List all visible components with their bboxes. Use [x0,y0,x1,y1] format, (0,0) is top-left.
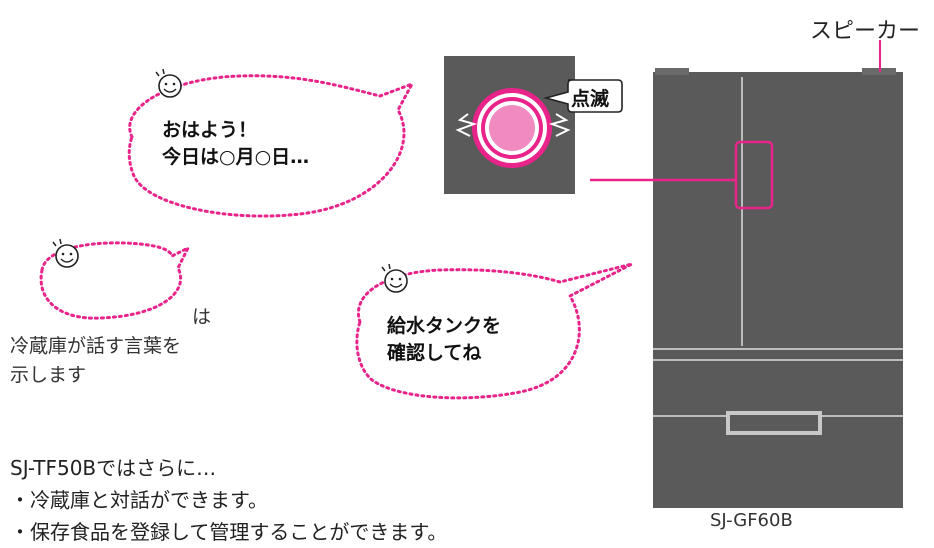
speaker-label: スピーカー [810,19,921,44]
blink-callout [542,79,623,113]
greeting-line-2: 今日は○月○日… [162,146,310,168]
feature-item: ・冷蔵庫と対話ができます。 [10,488,268,512]
control-panel-zoom [444,56,575,194]
tank-bubble-text: 給水タンクを 確認してね [387,313,501,367]
legend-line-1: 冷蔵庫が話す言葉を [10,335,182,357]
model-label: SJ-GF60B [710,510,793,531]
greeting-bubble-text: おはよう！ 今日は○月○日… [162,117,309,171]
legend-bubble [39,238,192,320]
tank-line-2: 確認してね [387,342,482,364]
feature-item: ・保存食品を登録して管理することができます。 [10,520,448,544]
greeting-bubble [127,68,416,218]
tank-bubble [355,262,633,400]
blink-label: 点滅 [571,88,610,110]
tank-line-1: 給水タンクを [387,315,502,337]
features-intro: SJ-TF50Bではさらに… [10,456,217,480]
legend-lead: は [192,306,212,328]
features-list: SJ-TF50Bではさらに… ・冷蔵庫と対話ができます。 ・保存食品を登録して管… [10,452,447,548]
refrigerator [653,68,903,508]
legend-text: は 冷蔵庫が話す言葉を 示します [10,303,250,390]
legend-line-2: 示します [10,364,87,386]
greeting-line-1: おはよう！ [162,119,258,141]
